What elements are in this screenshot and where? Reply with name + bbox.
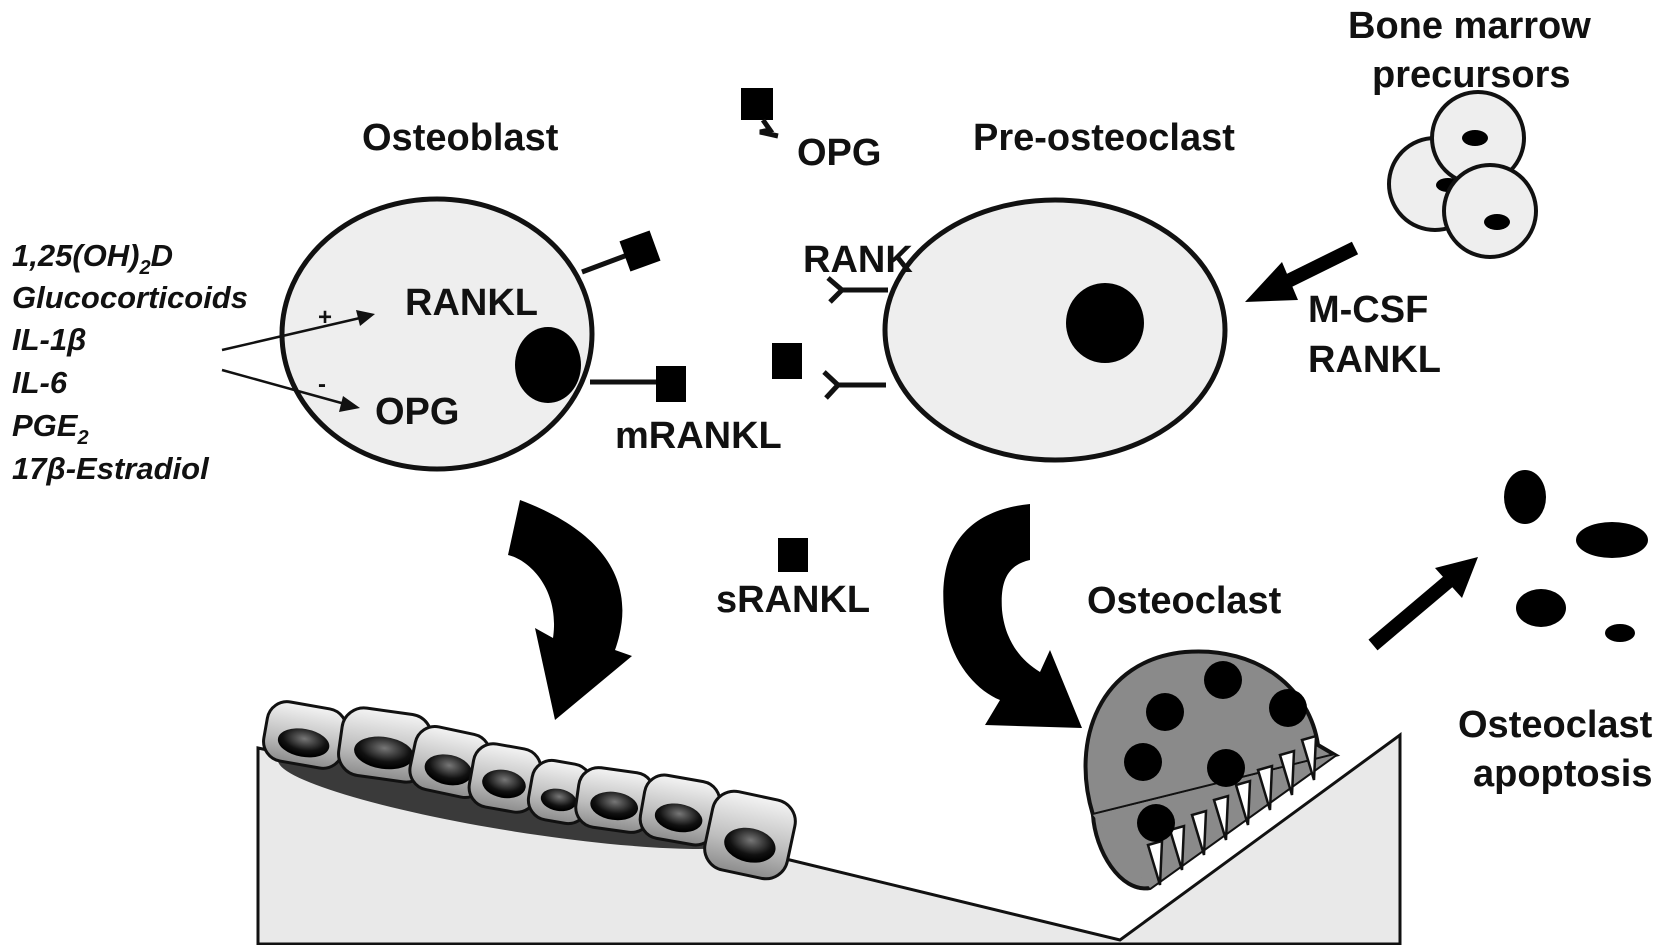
- label-srankl: sRANKL: [716, 579, 870, 621]
- free-rankl-square: [772, 343, 802, 379]
- rank-receptor-upper: [828, 278, 888, 302]
- label-rank: RANK: [803, 239, 913, 281]
- label-minus: -: [318, 371, 326, 398]
- osteoblast-rankl-upper: [619, 230, 660, 271]
- osteoblast-rankl-stalk-upper: [582, 254, 630, 272]
- mrankl-square: [656, 366, 686, 402]
- opg-rankl-complex: [741, 88, 778, 136]
- apoptosis-arrow: [1373, 557, 1478, 645]
- label-pre-osteoclast: Pre-osteoclast: [973, 117, 1235, 159]
- regulator-estradiol: 17β-Estradiol: [12, 451, 210, 486]
- label-osteoblast: Osteoblast: [362, 117, 559, 159]
- regulator-vitd: 1,25(OH)2D: [12, 238, 173, 279]
- label-mcsf: M-CSF: [1308, 289, 1428, 331]
- pre-osteoclast-nucleus: [1066, 283, 1144, 363]
- label-opg-inside: OPG: [375, 391, 459, 433]
- label-rankl-inside: RANKL: [405, 282, 538, 324]
- pre-osteoclast-cell: [885, 200, 1225, 460]
- srankl-square: [778, 538, 808, 572]
- label-bone-marrow-2: precursors: [1372, 54, 1571, 96]
- regulator-glucocorticoids: Glucocorticoids: [12, 280, 248, 315]
- regulator-pge2: PGE2: [12, 408, 89, 449]
- apoptotic-bodies: [1504, 470, 1648, 642]
- bone-marrow-precursor-cells: [1389, 92, 1536, 257]
- regulator-list: 1,25(OH)2D Glucocorticoids IL-1β IL-6 PG…: [12, 238, 248, 486]
- label-bone-marrow-1: Bone marrow: [1348, 5, 1591, 47]
- label-opg-free: OPG: [797, 132, 881, 174]
- label-apoptosis-1: Osteoclast: [1458, 704, 1653, 746]
- pre-osteoclast-curved-arrow: [943, 504, 1082, 728]
- label-apoptosis-2: apoptosis: [1473, 753, 1652, 795]
- regulator-il6: IL-6: [12, 365, 68, 400]
- rank-receptor-lower: [824, 372, 886, 398]
- regulator-il1b: IL-1β: [12, 322, 86, 357]
- osteoblast-nucleus: [515, 327, 581, 403]
- label-mrankl: mRANKL: [615, 415, 782, 457]
- label-plus: +: [318, 304, 332, 331]
- osteoblast-curved-arrow: [508, 500, 632, 720]
- label-osteoclast: Osteoclast: [1087, 580, 1282, 622]
- label-rankl-factor: RANKL: [1308, 339, 1441, 381]
